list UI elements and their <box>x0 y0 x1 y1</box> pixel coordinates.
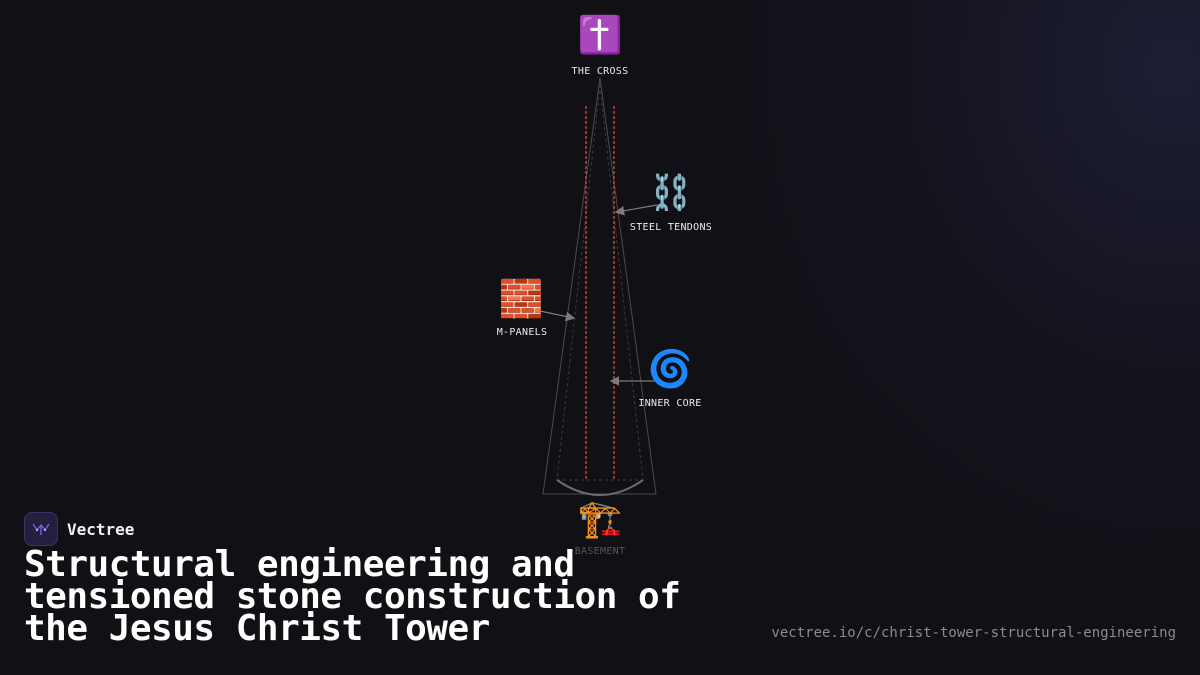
inner-core-label: INNER CORE <box>638 398 702 409</box>
steel-tendons-label: STEEL TENDONS <box>629 222 713 233</box>
basement-curve <box>556 479 644 496</box>
cross-label: THE CROSS <box>571 66 629 77</box>
m-panels-arrow <box>539 310 576 322</box>
brick-icon: 🧱 <box>498 279 544 320</box>
tower-outline <box>542 77 657 495</box>
inner-shell-left <box>556 84 601 481</box>
brand-name: Vectree <box>67 519 135 539</box>
page-title: Structural engineering and tensioned sto… <box>24 544 681 649</box>
steel-tendons-arrow <box>614 204 658 216</box>
cross-icon: ✝️ <box>577 15 623 56</box>
vectree-logo-icon <box>24 512 58 546</box>
m-panels-label: M-PANELS <box>496 327 548 338</box>
basement-label: BASEMENT <box>574 546 626 557</box>
brand: Vectree <box>24 512 134 546</box>
inner-shell-right <box>599 84 644 481</box>
source-url[interactable]: vectree.io/c/christ-tower-structural-eng… <box>771 625 1176 641</box>
cyclone-icon: 🌀 <box>647 349 693 390</box>
crane-icon: 🏗️ <box>577 499 623 540</box>
chain-icon: ⛓️ <box>649 173 693 213</box>
